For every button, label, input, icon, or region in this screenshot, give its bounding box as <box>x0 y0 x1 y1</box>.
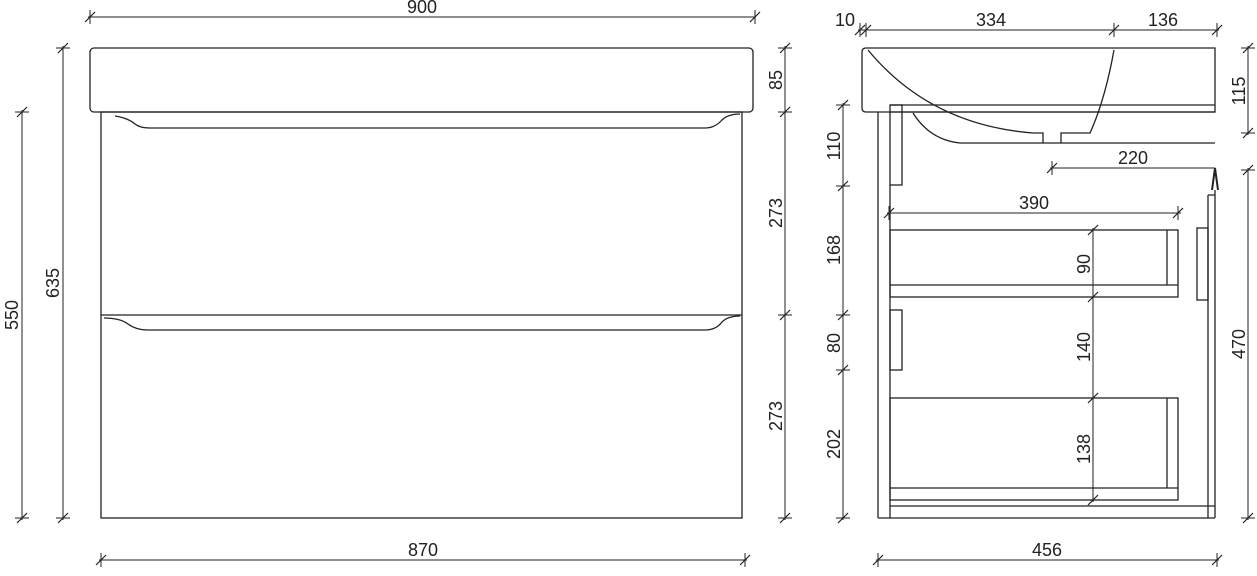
dim-label: 85 <box>766 70 786 90</box>
dim-width-top: 900 <box>84 0 761 25</box>
dim-label: 550 <box>2 300 22 330</box>
front-panel-lower <box>889 309 903 371</box>
dim-label: 140 <box>1074 332 1094 362</box>
dim-front-chain: 110 168 80 202 <box>824 99 851 524</box>
dim-height-cabinet: 550 <box>2 106 30 524</box>
dim-label: 110 <box>824 132 844 161</box>
dim-right-chain: 85 273 273 <box>766 42 793 524</box>
dim-drawer-depth: 390 <box>883 193 1184 221</box>
front-panel-upper <box>889 104 903 186</box>
dim-drawer-chain: 90 140 138 <box>1074 224 1101 506</box>
dim-label: 202 <box>824 429 844 459</box>
handle-lower <box>103 315 741 331</box>
dim-label: 168 <box>824 235 844 265</box>
dim-label: 10 <box>835 10 855 30</box>
basin-side <box>861 47 1216 113</box>
dim-label: 334 <box>976 10 1006 30</box>
basin-bowl <box>867 49 1115 143</box>
dim-top-chain: 10 334 136 <box>835 10 1223 38</box>
dim-label: 456 <box>1032 540 1062 560</box>
siphon-pipe <box>1207 194 1215 518</box>
dim-depth: 456 <box>872 540 1223 568</box>
wall-bracket <box>1196 227 1209 301</box>
dim-label: 390 <box>1019 193 1049 213</box>
dim-label: 273 <box>766 198 786 228</box>
dim-label: 80 <box>824 333 844 353</box>
dim-label: 90 <box>1074 254 1094 274</box>
drawer-lower <box>889 397 1179 501</box>
dim-label: 136 <box>1148 10 1178 30</box>
dim-label: 900 <box>407 0 437 17</box>
basin-underside <box>912 112 1215 144</box>
dim-height-total: 635 <box>43 42 71 524</box>
dim-label: 470 <box>1229 329 1249 359</box>
dim-width-bottom: 870 <box>95 540 751 568</box>
dim-right-chain: 115 470 <box>1229 42 1256 524</box>
dim-label: 273 <box>766 401 786 431</box>
basin-front <box>89 47 754 113</box>
side-view: 10 334 136 220 390 90 140 138 110 168 80… <box>824 10 1256 568</box>
dim-label: 138 <box>1074 434 1094 464</box>
drawer-upper <box>889 229 1179 298</box>
dim-label: 220 <box>1118 148 1148 168</box>
handle-upper <box>114 113 741 129</box>
dim-label: 115 <box>1229 77 1249 106</box>
dim-drain-offset: 220 <box>1046 148 1215 176</box>
dim-label: 870 <box>408 540 438 560</box>
dim-label: 635 <box>43 268 63 298</box>
front-view: 900 870 550 635 85 273 273 <box>2 0 793 568</box>
